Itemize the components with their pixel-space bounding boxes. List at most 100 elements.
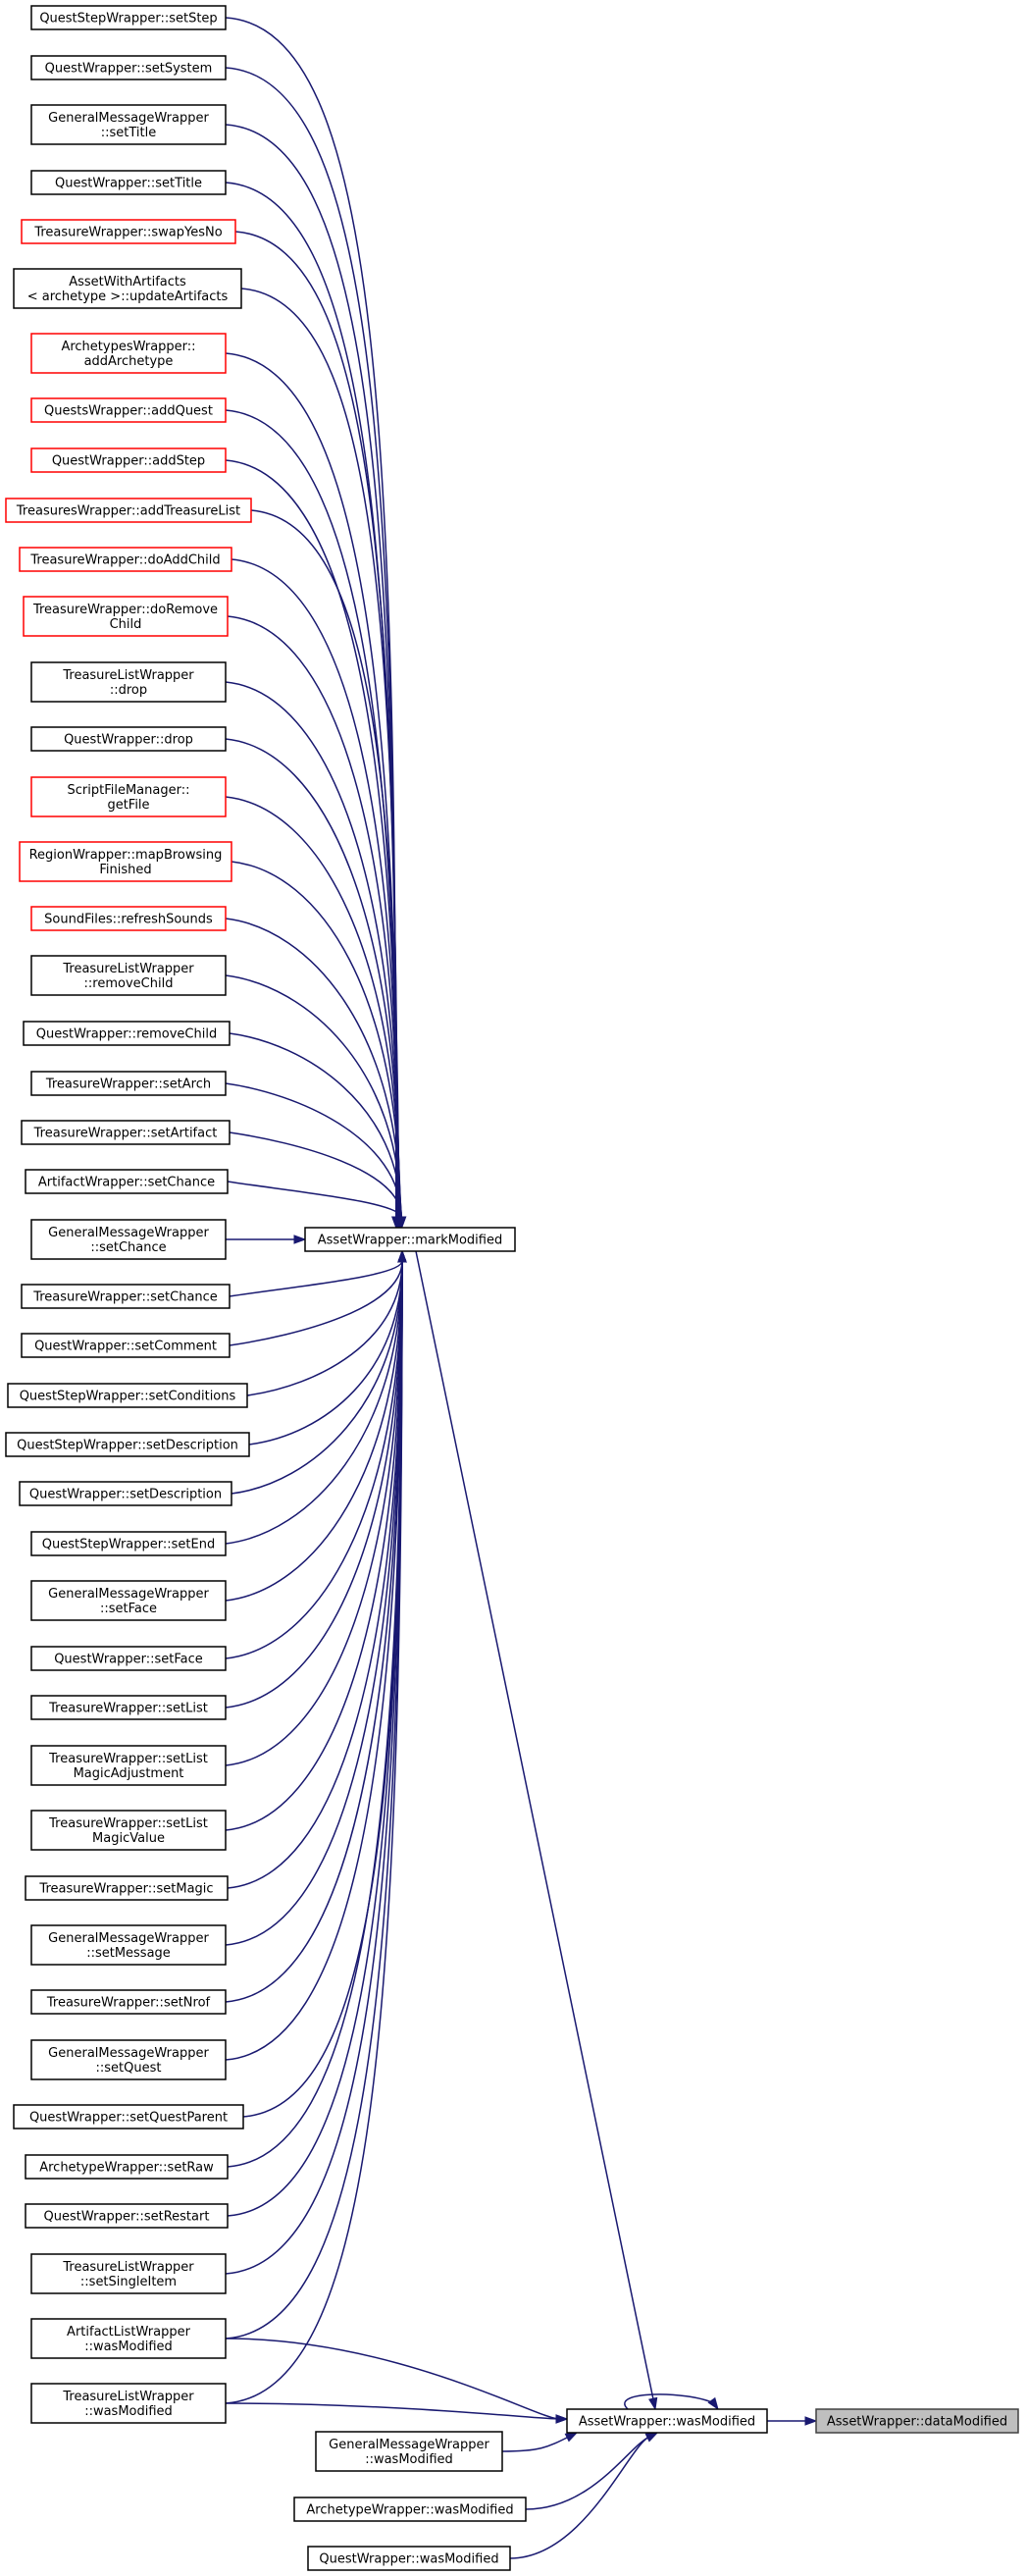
node-generalmessagewrapper-setface[interactable]: GeneralMessageWrapper::setFace <box>30 1580 227 1621</box>
node-assetwithartifacts-archetype-updateartifacts[interactable]: AssetWithArtifacts< archetype >::updateA… <box>13 268 242 309</box>
node-generalmessagewrapper-setmessage[interactable]: GeneralMessageWrapper::setMessage <box>30 1924 227 1966</box>
node-label: TreasureWrapper::swapYesNo <box>33 226 222 240</box>
node-label: AssetWrapper::markModified <box>318 1234 502 1248</box>
node-label: ArtifactListWrapper <box>67 2325 191 2339</box>
node-queststepwrapper-setstep[interactable]: QuestStepWrapper::setStep <box>30 5 227 30</box>
node-label: MagicAdjustment <box>74 1766 184 1781</box>
node-label: < archetype >::updateArtifacts <box>27 289 229 304</box>
node-assetwrapper-wasmodified[interactable]: AssetWrapper::wasModified <box>566 2408 768 2434</box>
node-questwrapper-removechild[interactable]: QuestWrapper::removeChild <box>23 1021 231 1046</box>
edge-n9-to-mm <box>250 509 400 1219</box>
node-questwrapper-setcomment[interactable]: QuestWrapper::setComment <box>21 1333 231 1358</box>
node-box <box>23 596 229 637</box>
node-generalmessagewrapper-wasmodified[interactable]: GeneralMessageWrapper::wasModified <box>315 2431 503 2472</box>
node-archetypeswrapper-addarchetype[interactable]: ArchetypesWrapper::addArchetype <box>30 333 227 374</box>
node-label: QuestWrapper::setFace <box>54 1653 203 1667</box>
node-soundfiles-refreshsounds[interactable]: SoundFiles::refreshSounds <box>30 906 227 931</box>
node-queststepwrapper-setdescription[interactable]: QuestStepWrapper::setDescription <box>5 1432 250 1457</box>
edge-n42-to-wm <box>225 2338 560 2420</box>
node-treasurewrapper-setlist[interactable]: TreasureWrapper::setList <box>30 1695 227 1720</box>
node-questwrapper-setface[interactable]: QuestWrapper::setFace <box>30 1646 227 1671</box>
graph-nodes: QuestStepWrapper::setStepQuestWrapper::s… <box>5 5 1019 2571</box>
node-box <box>21 1120 231 1145</box>
edge-wm-to-wm-arrow <box>707 2396 719 2411</box>
node-box <box>30 333 227 374</box>
node-box <box>19 841 232 882</box>
node-treasurewrapper-setarch[interactable]: TreasureWrapper::setArch <box>30 1071 227 1096</box>
node-label: TreasureWrapper::setList <box>48 1702 208 1716</box>
node-label: ::removeChild <box>84 976 174 991</box>
node-questwrapper-setdescription[interactable]: QuestWrapper::setDescription <box>19 1481 232 1506</box>
node-box <box>30 170 227 195</box>
node-box <box>13 2104 244 2129</box>
node-generalmessagewrapper-settitle[interactable]: GeneralMessageWrapper::setTitle <box>30 104 227 145</box>
node-generalmessagewrapper-setquest[interactable]: GeneralMessageWrapper::setQuest <box>30 2039 227 2080</box>
node-label: QuestWrapper::removeChild <box>36 1027 217 1042</box>
node-treasurelistwrapper-removechild[interactable]: TreasureListWrapper::removeChild <box>30 955 227 996</box>
node-label: QuestWrapper::drop <box>64 733 193 748</box>
edge-n45-to-wm <box>525 2436 650 2510</box>
node-treasurelistwrapper-setsingleitem[interactable]: TreasureListWrapper::setSingleItem <box>30 2253 227 2294</box>
node-queststepwrapper-setconditions[interactable]: QuestStepWrapper::setConditions <box>7 1383 248 1408</box>
node-queststepwrapper-setend[interactable]: QuestStepWrapper::setEnd <box>30 1531 227 1556</box>
node-artifactwrapper-setchance[interactable]: ArtifactWrapper::setChance <box>25 1169 229 1194</box>
node-box <box>566 2408 768 2434</box>
node-label: ArtifactWrapper::setChance <box>38 1176 215 1190</box>
node-label: TreasureListWrapper <box>62 2260 194 2275</box>
node-questwrapper-addstep[interactable]: QuestWrapper::addStep <box>30 447 227 473</box>
edge-n15-to-mm <box>231 861 401 1219</box>
node-label: GeneralMessageWrapper <box>48 1226 209 1240</box>
node-label: QuestsWrapper::addQuest <box>44 404 213 419</box>
node-archetypewrapper-wasmodified[interactable]: ArchetypeWrapper::wasModified <box>293 2497 527 2522</box>
node-treasurewrapper-setmagic[interactable]: TreasureWrapper::setMagic <box>25 1875 229 1901</box>
node-questwrapper-wasmodified[interactable]: QuestWrapper::wasModified <box>307 2546 511 2571</box>
node-questwrapper-settitle[interactable]: QuestWrapper::setTitle <box>30 170 227 195</box>
node-label: ::wasModified <box>84 2339 173 2354</box>
node-questwrapper-drop[interactable]: QuestWrapper::drop <box>30 726 227 752</box>
edge-n8-to-mm <box>225 459 399 1219</box>
node-label: AssetWrapper::wasModified <box>579 2415 755 2430</box>
node-treasurelistwrapper-drop[interactable]: TreasureListWrapper::drop <box>30 661 227 703</box>
node-questwrapper-setsystem[interactable]: QuestWrapper::setSystem <box>30 55 227 80</box>
edge-n37-to-mm <box>225 1260 403 2061</box>
edge-n34-to-mm <box>227 1260 403 1889</box>
edge-n29-to-mm <box>225 1260 403 1602</box>
node-generalmessagewrapper-setchance[interactable]: GeneralMessageWrapper::setChance <box>30 1219 227 1260</box>
node-scriptfilemanager-getfile[interactable]: ScriptFileManager::getFile <box>30 776 227 817</box>
node-treasurewrapper-setartifact[interactable]: TreasureWrapper::setArtifact <box>21 1120 231 1145</box>
node-treasureswrapper-addtreasurelist[interactable]: TreasuresWrapper::addTreasureList <box>5 498 252 523</box>
edge-n21-to-mm-arrow <box>396 1216 407 1230</box>
node-archetypewrapper-setraw[interactable]: ArchetypeWrapper::setRaw <box>25 2154 229 2180</box>
node-label: TreasureWrapper::setNrof <box>46 1996 211 2011</box>
edge-mm-to-wm <box>415 1250 654 2400</box>
node-treasurewrapper-doaddchild[interactable]: TreasureWrapper::doAddChild <box>19 547 232 572</box>
node-assetwrapper-datamodified[interactable]: AssetWrapper::dataModified <box>815 2408 1019 2434</box>
edge-n32-to-mm <box>225 1260 403 1766</box>
node-treasurelistwrapper-wasmodified[interactable]: TreasureListWrapper::wasModified <box>30 2383 227 2424</box>
node-label: TreasureListWrapper <box>62 962 194 976</box>
node-artifactlistwrapper-wasmodified[interactable]: ArtifactListWrapper::wasModified <box>30 2318 227 2359</box>
node-questwrapper-setrestart[interactable]: QuestWrapper::setRestart <box>25 2203 229 2229</box>
node-label: TreasureWrapper::setArch <box>45 1078 211 1092</box>
node-box <box>5 1432 250 1457</box>
node-questwrapper-setquestparent[interactable]: QuestWrapper::setQuestParent <box>13 2104 244 2129</box>
node-assetwrapper-markmodified[interactable]: AssetWrapper::markModified <box>304 1227 516 1252</box>
node-treasurewrapper-setnrof[interactable]: TreasureWrapper::setNrof <box>30 1989 227 2015</box>
node-label: QuestWrapper::setQuestParent <box>29 2111 228 2126</box>
node-treasurewrapper-setchance[interactable]: TreasureWrapper::setChance <box>21 1284 231 1309</box>
node-label: TreasuresWrapper::addTreasureList <box>16 504 240 519</box>
node-box <box>293 2497 527 2522</box>
edge-n35-to-mm <box>225 1260 403 1946</box>
edge-n21-to-mm <box>227 1181 403 1219</box>
node-label: AssetWithArtifacts <box>69 275 186 289</box>
node-box <box>30 1989 227 2015</box>
node-treasurewrapper-swapyesno[interactable]: TreasureWrapper::swapYesNo <box>21 219 236 244</box>
node-label: QuestStepWrapper::setStep <box>39 12 217 26</box>
edge-n24-to-mm <box>229 1260 403 1346</box>
node-label: GeneralMessageWrapper <box>48 2046 209 2061</box>
node-questswrapper-addquest[interactable]: QuestsWrapper::addQuest <box>30 397 227 423</box>
